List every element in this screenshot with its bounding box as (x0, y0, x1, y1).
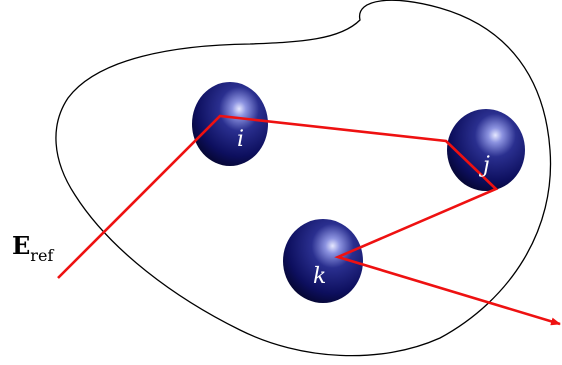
field-subscript: ref (30, 246, 54, 265)
sphere-i (192, 82, 268, 166)
incident-field-label: Eref (12, 231, 54, 265)
field-symbol: E (12, 231, 30, 260)
sphere-label-k: k (313, 264, 326, 289)
sphere-label-i: i (237, 127, 244, 152)
